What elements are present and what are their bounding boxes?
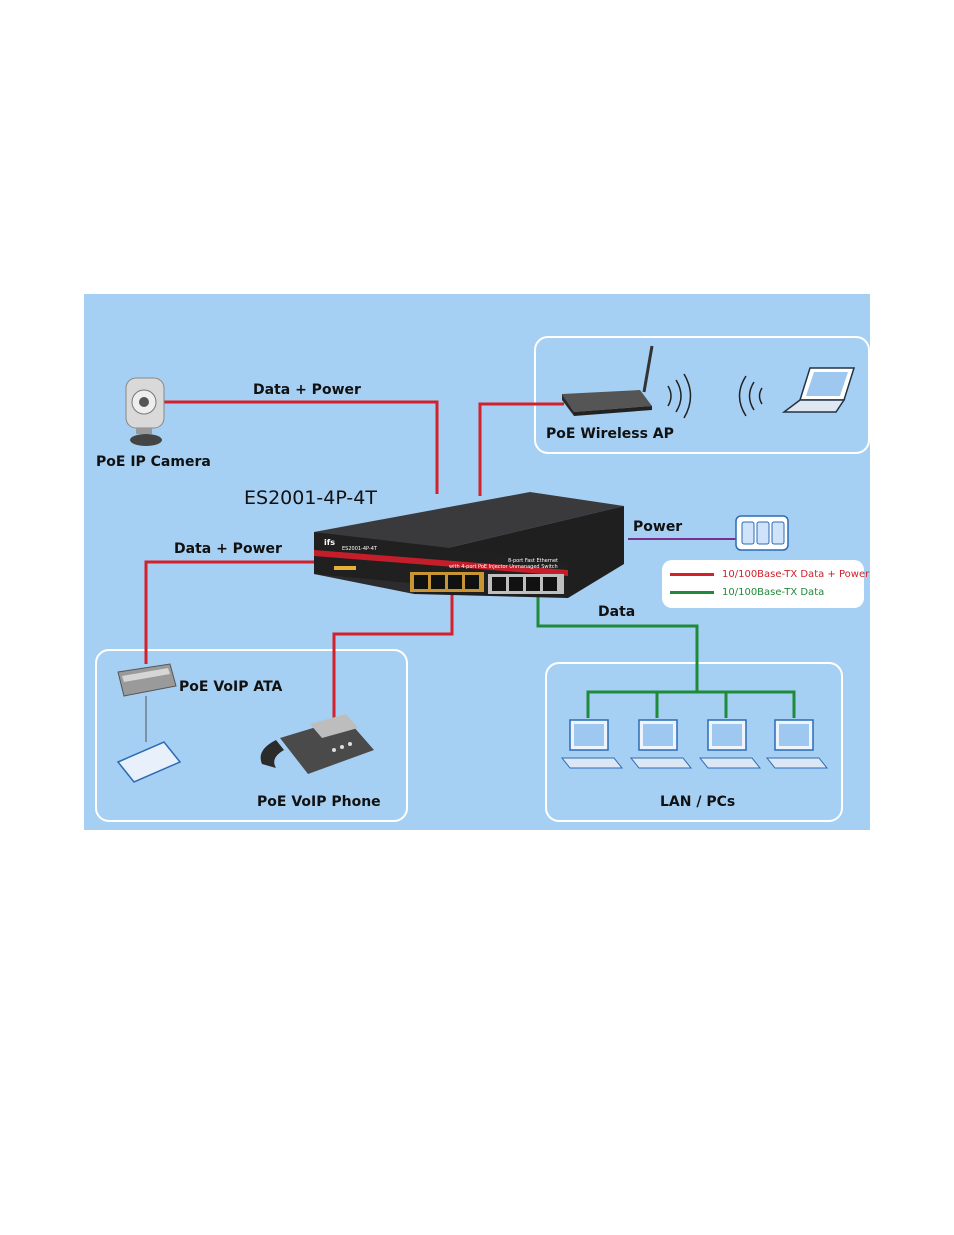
pc-icon-2 xyxy=(631,720,691,768)
ata-cable xyxy=(146,562,314,664)
data-power-top-label: Data + Power xyxy=(253,382,361,398)
network-diagram: ifs ES2001-4P-4T 8-port Fast Ethernet wi… xyxy=(84,294,870,830)
wireless-ap-label: PoE Wireless AP xyxy=(546,426,674,442)
wireless-ap-icon xyxy=(562,346,691,418)
switch-model-small: ES2001-4P-4T xyxy=(342,546,377,552)
laptop-icon xyxy=(784,368,854,412)
lan-pcs-label: LAN / PCs xyxy=(660,794,735,810)
wireless-waves-icon xyxy=(740,376,763,416)
power-label: Power xyxy=(633,519,682,535)
ip-camera-icon xyxy=(126,378,164,446)
legend-label-data-power: 10/100Base-TX Data + Power xyxy=(722,569,869,580)
pc-icon-3 xyxy=(700,720,760,768)
legend-swatch-green xyxy=(670,591,714,594)
legend-label-data: 10/100Base-TX Data xyxy=(722,587,824,598)
legend-item-data-power: 10/100Base-TX Data + Power xyxy=(670,567,869,581)
pc-icon-4 xyxy=(767,720,827,768)
switch-brand: ifs xyxy=(324,538,335,547)
ip-camera-label: PoE IP Camera xyxy=(96,454,211,470)
power-adapter-icon xyxy=(736,516,788,550)
switch-desc-line2: with 4-port PoE Injector Unmanaged Switc… xyxy=(449,564,558,570)
voip-phone-label: PoE VoIP Phone xyxy=(257,794,381,810)
voip-phone-icon xyxy=(261,714,374,774)
data-power-left-label: Data + Power xyxy=(174,541,282,557)
phone-cable xyxy=(334,594,452,734)
analog-phone-icon xyxy=(84,742,180,782)
legend-item-data: 10/100Base-TX Data xyxy=(670,585,824,599)
ap-cable xyxy=(480,404,564,496)
legend: 10/100Base-TX Data + Power 10/100Base-TX… xyxy=(662,560,864,608)
voip-ata-label: PoE VoIP ATA xyxy=(179,679,282,695)
voip-ata-icon xyxy=(118,664,176,696)
legend-swatch-red xyxy=(670,573,714,576)
pc-icon-1 xyxy=(562,720,622,768)
camera-cable xyxy=(162,402,437,494)
data-label: Data xyxy=(598,604,635,620)
lan-bus xyxy=(588,692,794,718)
model-title: ES2001-4P-4T xyxy=(244,487,377,509)
